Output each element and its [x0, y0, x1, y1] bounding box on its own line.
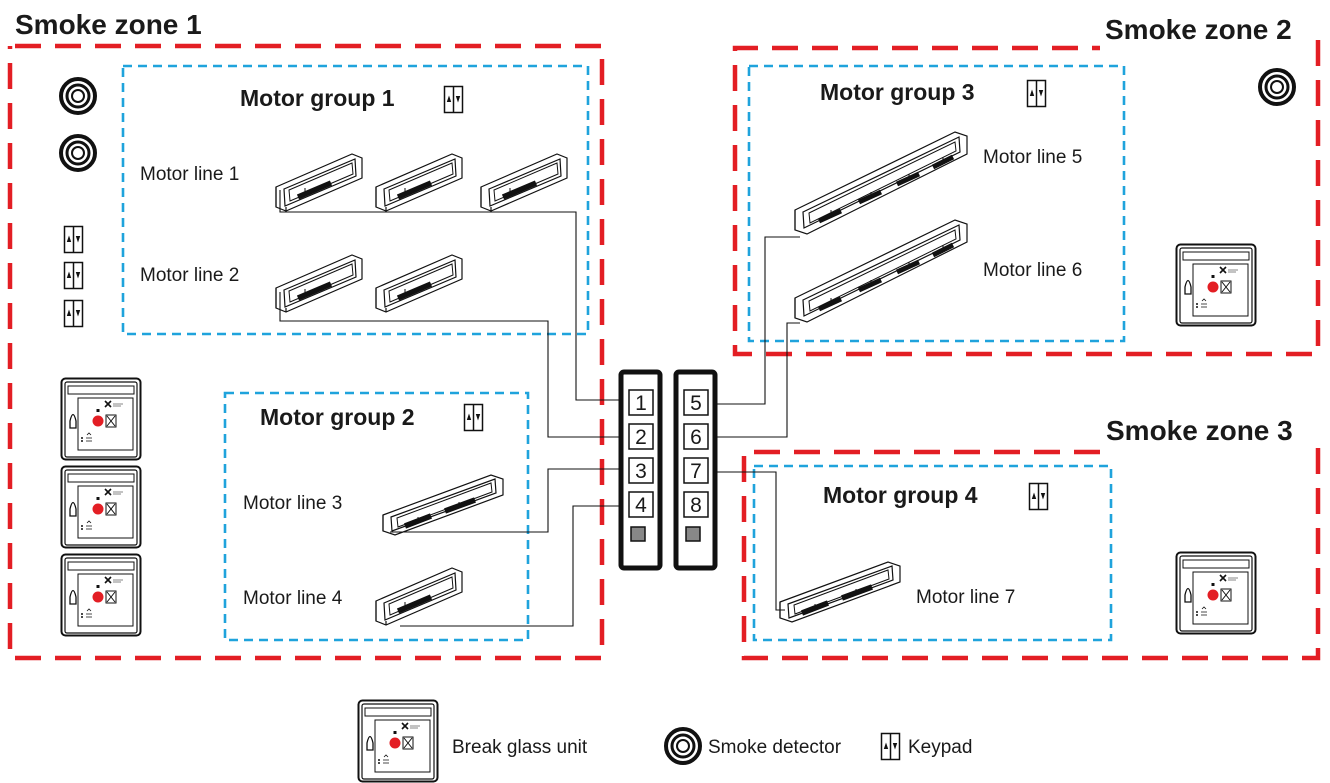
keypad-icon[interactable] — [63, 225, 84, 254]
terminal-3: 3 — [635, 460, 647, 483]
keypad-icon[interactable] — [63, 261, 84, 290]
window-actuator-icon — [481, 154, 567, 211]
break-glass-unit-icon[interactable] — [1175, 551, 1257, 635]
legend-keypad-label: Keypad — [908, 737, 972, 758]
motor-line-7-label: Motor line 7 — [916, 587, 1015, 608]
legend: Break glass unit Smoke detector Keypad — [357, 699, 972, 783]
terminal-4: 4 — [635, 494, 647, 517]
wire-motor-line-7 — [705, 471, 785, 611]
motor-group-2-title: Motor group 2 — [260, 404, 415, 430]
motor-group-3: Motor group 3 Motor line 5 Motor line 6 — [747, 64, 1126, 343]
terminal-7: 7 — [690, 460, 702, 483]
motor-group-1-border — [121, 64, 590, 336]
window-actuator-icon — [383, 475, 503, 535]
motor-group-3-title: Motor group 3 — [820, 79, 975, 105]
status-led — [685, 526, 701, 542]
terminal-5: 5 — [690, 392, 702, 415]
keypad-icon[interactable] — [63, 299, 84, 328]
terminal-1: 1 — [635, 392, 647, 415]
motor-line-4-label: Motor line 4 — [243, 588, 343, 609]
smoke-zone-2: Smoke zone 2 Motor group 3 Motor line 5 … — [732, 14, 1321, 357]
window-actuator-icon — [376, 154, 462, 211]
smoke-zone-3-title: Smoke zone 3 — [1106, 415, 1293, 446]
legend-break-glass-label: Break glass unit — [452, 737, 588, 758]
smoke-zone-2-border — [732, 40, 1321, 357]
break-glass-unit-icon[interactable] — [60, 553, 142, 637]
smoke-detector-icon — [59, 134, 97, 172]
keypad-icon[interactable] — [1028, 482, 1049, 511]
motor-group-1-title: Motor group 1 — [240, 85, 395, 111]
motor-group-3-border — [747, 64, 1126, 343]
motor-group-4: Motor group 4 Motor line 7 — [752, 464, 1113, 642]
window-actuator-icon — [780, 562, 900, 622]
smoke-zone-2-title: Smoke zone 2 — [1105, 14, 1292, 45]
motor-line-3-label: Motor line 3 — [243, 493, 342, 514]
motor-group-4-border — [752, 464, 1113, 642]
smoke-detector-icon — [664, 727, 702, 765]
keypad-icon[interactable] — [1026, 79, 1047, 108]
wire-motor-line-3 — [390, 468, 628, 533]
wire-motor-line-6 — [705, 322, 800, 438]
terminal-2: 2 — [635, 426, 647, 449]
motor-group-1: Motor group 1 Motor line 1 Motor line 2 — [121, 64, 590, 336]
motor-group-2-border — [223, 391, 530, 642]
motor-line-1-label: Motor line 1 — [140, 164, 239, 185]
smoke-detector-icon — [1258, 68, 1296, 106]
break-glass-unit-icon — [357, 699, 439, 783]
window-actuator-icon — [276, 255, 362, 312]
keypad-icon[interactable] — [443, 85, 464, 114]
break-glass-unit-icon[interactable] — [60, 465, 142, 549]
keypad-icon — [880, 732, 901, 761]
break-glass-unit-icon[interactable] — [1175, 243, 1257, 327]
motor-line-6-label: Motor line 6 — [983, 260, 1082, 281]
legend-smoke-detector-label: Smoke detector — [708, 737, 842, 758]
smoke-zone-3: Smoke zone 3 Motor group 4 Motor line 7 — [741, 415, 1321, 661]
terminal-8: 8 — [690, 494, 702, 517]
motor-line-5-label: Motor line 5 — [983, 147, 1082, 168]
motor-group-4-title: Motor group 4 — [823, 482, 978, 508]
wiring — [279, 190, 800, 627]
wire-motor-line-1 — [279, 190, 628, 401]
window-actuator-icon — [376, 255, 462, 312]
control-panel: 1 2 3 4 5 6 7 8 — [618, 369, 718, 571]
wire-motor-line-5 — [705, 236, 800, 405]
keypad-icon[interactable] — [463, 403, 484, 432]
smoke-detector-icon — [59, 77, 97, 115]
smoke-zone-1-title: Smoke zone 1 — [15, 9, 202, 40]
window-actuator-icon — [795, 220, 967, 322]
terminal-6: 6 — [690, 426, 702, 449]
wire-motor-line-2 — [279, 292, 628, 438]
smoke-zone-1: Smoke zone 1 Motor group 1 Motor line 1 … — [7, 9, 605, 661]
motor-line-2-label: Motor line 2 — [140, 265, 239, 286]
window-actuator-icon — [795, 132, 967, 234]
break-glass-unit-icon[interactable] — [60, 377, 142, 461]
motor-group-2: Motor group 2 Motor line 3 Motor line 4 — [223, 391, 530, 642]
window-actuator-icon — [276, 154, 362, 211]
smoke-zone-3-border — [741, 448, 1321, 661]
window-actuator-icon — [376, 568, 462, 625]
status-led — [630, 526, 646, 542]
wire-motor-line-4 — [400, 505, 628, 627]
